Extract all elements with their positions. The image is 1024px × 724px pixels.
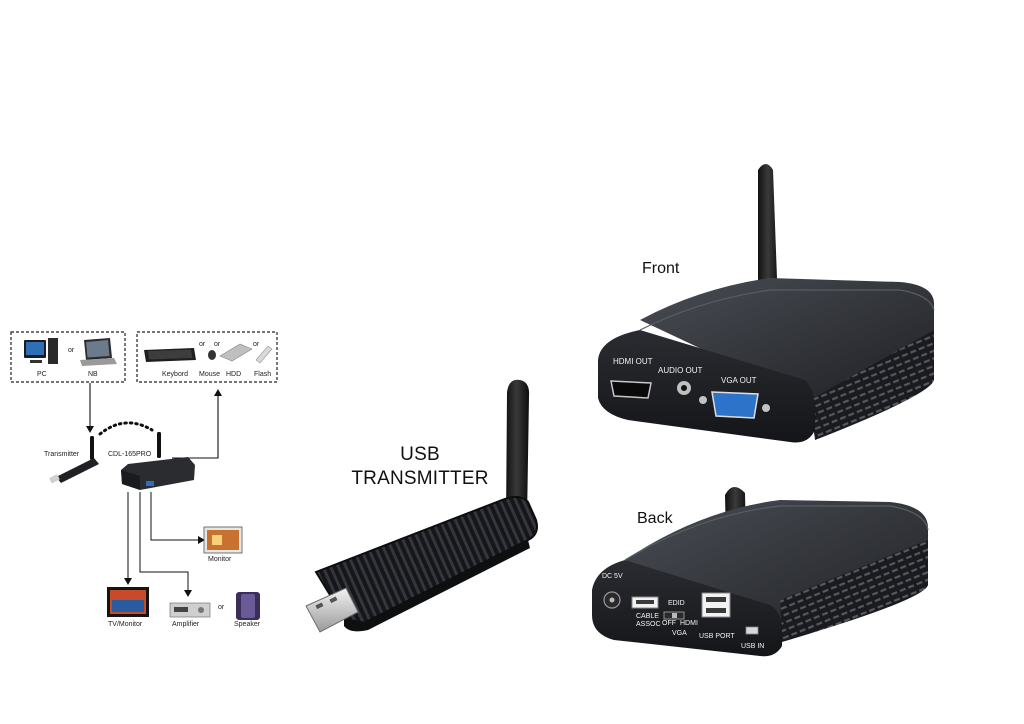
usb-transmitter-title-line1: USB bbox=[400, 444, 440, 465]
mini-receiver-icon bbox=[121, 432, 195, 490]
or-label: or bbox=[199, 341, 206, 348]
speaker-icon bbox=[236, 592, 260, 620]
nb-label: NB bbox=[88, 371, 98, 378]
flash-icon bbox=[255, 345, 273, 364]
pc-label: PC bbox=[37, 371, 47, 378]
dc-label: DC 5V bbox=[602, 573, 623, 580]
amplifier-icon bbox=[169, 602, 211, 618]
front-title: Front bbox=[642, 260, 680, 277]
edid-label: EDID bbox=[668, 600, 685, 607]
vga-out-label: VGA OUT bbox=[721, 376, 757, 385]
amplifier-label: Amplifier bbox=[172, 621, 200, 628]
audio-out-label: AUDIO OUT bbox=[658, 366, 703, 375]
keyboard-label: Keybord bbox=[162, 371, 189, 378]
receiver-back-image bbox=[592, 486, 929, 657]
hdd-icon bbox=[219, 343, 253, 362]
flash-label: Flash bbox=[254, 371, 272, 378]
cable-assoc-label-2: ASSOC bbox=[636, 621, 661, 628]
edid-hdmi-label: HDMI bbox=[680, 620, 698, 627]
usb-in-label: USB IN bbox=[741, 643, 765, 650]
mouse-icon bbox=[208, 350, 216, 360]
receiver-label: CDL-165PRO bbox=[108, 451, 152, 458]
monitor-label: Monitor bbox=[208, 556, 232, 563]
or-label: or bbox=[253, 341, 260, 348]
or-label: or bbox=[68, 347, 75, 354]
hdmi-out-label: HDMI OUT bbox=[613, 357, 653, 366]
edid-off-label: OFF bbox=[662, 620, 676, 627]
monitor-icon bbox=[203, 526, 243, 554]
tv-icon bbox=[107, 587, 149, 617]
notebook-icon bbox=[80, 338, 117, 366]
keyboard-icon bbox=[144, 348, 196, 362]
or-label: or bbox=[214, 341, 221, 348]
mini-transmitter-icon bbox=[49, 436, 99, 484]
back-title: Back bbox=[637, 510, 673, 527]
connection-diagram bbox=[10, 331, 278, 620]
tv-monitor-label: TV/Monitor bbox=[108, 621, 143, 628]
speaker-label: Speaker bbox=[234, 621, 261, 628]
usb-transmitter-title: USB TRANSMITTER bbox=[350, 443, 490, 491]
edid-vga-label: VGA bbox=[672, 630, 687, 637]
usb-transmitter-title-line2: TRANSMITTER bbox=[351, 468, 489, 489]
mouse-label: Mouse bbox=[199, 371, 221, 378]
transmitter-label: Transmitter bbox=[44, 451, 80, 458]
peripheral-frame bbox=[136, 331, 278, 383]
receiver-front-image bbox=[598, 164, 935, 443]
hdd-label: HDD bbox=[226, 371, 242, 378]
or-label: or bbox=[218, 604, 225, 611]
usb-transmitter-image bbox=[305, 379, 538, 633]
source-frame bbox=[10, 331, 126, 383]
cable-assoc-label-1: CABLE bbox=[636, 613, 659, 620]
pc-icon bbox=[24, 338, 58, 364]
usb-port-label: USB PORT bbox=[699, 633, 735, 640]
